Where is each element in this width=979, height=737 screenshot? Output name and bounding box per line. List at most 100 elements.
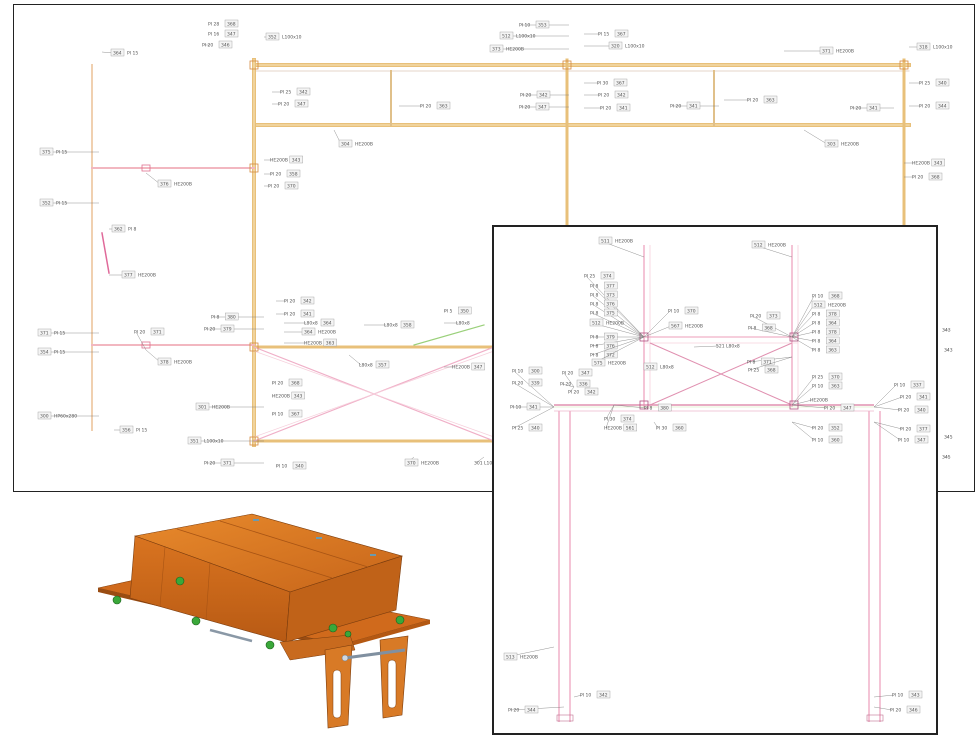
plan-tag-profile: HE200B [138, 273, 156, 279]
plan-tag-number: 342 [617, 93, 626, 99]
elevation-tag-profile: 521 L80x8 [716, 344, 740, 350]
plan-tag-id: 364 [113, 51, 122, 57]
elevation-tag-profile: PI 8 [590, 335, 598, 341]
plan-tag-number: 342 [539, 93, 548, 99]
elevation-tag-number: 371 [763, 360, 772, 366]
plan-tag: 343 [942, 328, 951, 334]
elevation-tag-profile: PI 8 [644, 406, 652, 412]
elevation-tag-profile: PI 20 [900, 395, 911, 401]
elevation-tag-profile: PI 20 [890, 708, 901, 714]
plan-tag-number: 367 [291, 412, 300, 418]
plan-leader-line [145, 172, 161, 185]
plan-tag-profile: 343 [942, 328, 951, 334]
elevation-tag-profile: HE200B [606, 321, 624, 327]
elevation-tag-number: 360 [675, 426, 684, 432]
plan-tag-number: 347 [474, 365, 483, 371]
elevation-tag-number: 368 [767, 368, 776, 374]
plan-tag-number: 357 [378, 363, 387, 369]
plan-leader-line [145, 349, 161, 363]
elevation-tag-number: 377 [606, 284, 615, 290]
elevation-tag-profile: PI 20 [568, 390, 579, 396]
plan-tag-profile: PI 20 [284, 312, 295, 318]
plan-tag-profile: HE200B [452, 365, 470, 371]
plan-tag-profile: PI 20 [278, 102, 289, 108]
plan-tag-number: 341 [303, 312, 312, 318]
plan-tag-number: 341 [689, 104, 698, 110]
elevation-tag-id: 513 [506, 655, 515, 661]
elevation-tag-number: 346 [909, 708, 918, 714]
plan-tag-id: 364 [304, 330, 313, 336]
elevation-tag-number: 336 [579, 382, 588, 388]
elevation-tag-profile: PI 8 [812, 312, 820, 318]
plan-tag-number: 343 [934, 161, 943, 167]
plan-tag-id: 378 [160, 360, 169, 366]
plan-tag-profile: PI 20 [268, 184, 279, 190]
elevation-tag: PI 20 346 [873, 705, 921, 714]
plan-tag-profile: L100x10 [625, 44, 645, 50]
elevation-tag-number: 374 [623, 417, 632, 423]
plan-tag-profile: L80x8 [359, 363, 373, 369]
plan-tag: 303 HE200B [803, 129, 859, 148]
elevation-tag-profile: PI 8 [590, 344, 598, 350]
elevation-tag-number: 378 [828, 312, 837, 318]
elevation-tag-number: 368 [764, 326, 773, 332]
plan-tag-profile: PI 10 [519, 23, 530, 29]
plan-tag-number: 358 [289, 172, 298, 178]
plan-tag-profile: 301 L10 [474, 461, 492, 467]
elevation-leader-line [569, 386, 575, 393]
plan-tag-profile: PI 20 [850, 106, 861, 112]
plan-tag-profile: PI 20 [204, 461, 215, 467]
plan-tag-id: 304 [341, 142, 350, 148]
elevation-tag-number: 352 [831, 426, 840, 432]
elevation-tag-number: 376 [606, 344, 615, 350]
elevation-leader-line [591, 294, 645, 338]
elevation-leader-line [591, 312, 645, 338]
plan-tag-id: 303 [827, 142, 836, 148]
elevation-tag-number: 375 [606, 311, 615, 317]
plan-tag-profile: PI 8 [128, 227, 136, 233]
plan-tag-profile: PI 15 [136, 428, 147, 434]
elevation-leader-line [605, 404, 615, 429]
elevation-tag-number: 364 [828, 321, 837, 327]
plan-tag-profile: HE200B [174, 182, 192, 188]
elevation-leader-line [791, 404, 827, 409]
plan-tag-profile: HE200B [318, 330, 336, 336]
plan-tag-profile: PI 20 [202, 43, 213, 49]
model-enclosure-box [129, 513, 404, 643]
plan-tag-id: 354 [40, 350, 49, 356]
plan-tag-number: 342 [299, 90, 308, 96]
plan-tag-profile: HE200B [841, 142, 859, 148]
elevation-tag-number: 347 [917, 438, 926, 444]
plan-tag-number: 380 [227, 315, 236, 321]
plan-tag-profile: HE200B [421, 461, 439, 467]
